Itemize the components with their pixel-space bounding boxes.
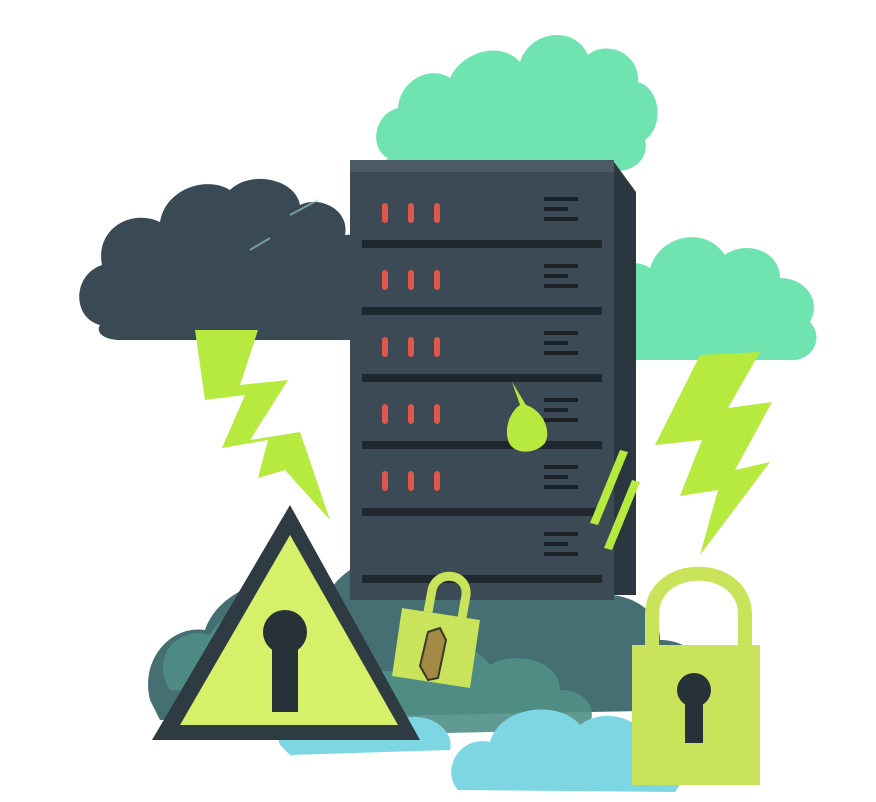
lime-sparks <box>590 450 640 550</box>
dark-storm-cloud <box>79 178 390 340</box>
server-unit <box>362 331 602 382</box>
server-vent <box>544 475 568 479</box>
server-vent <box>544 341 568 345</box>
mint-cloud-right <box>580 237 817 361</box>
server-led <box>382 337 388 357</box>
server-led <box>382 404 388 424</box>
server-led <box>434 471 440 491</box>
server-vent <box>544 351 578 355</box>
server-slot-divider <box>362 374 602 382</box>
server-vent <box>544 465 578 469</box>
server-vent <box>544 532 578 536</box>
lightning-bolt-right <box>655 352 772 555</box>
server-slot-divider <box>362 508 602 516</box>
server-vent <box>544 264 578 268</box>
lime-pin-shape <box>506 382 548 452</box>
server-led <box>382 203 388 223</box>
server-vent <box>544 207 568 211</box>
server-vent <box>544 398 578 402</box>
server-vent <box>544 408 568 412</box>
large-padlock-icon <box>632 566 760 785</box>
server-vent <box>544 552 578 556</box>
server-led <box>382 471 388 491</box>
server-vent <box>544 284 578 288</box>
server-unit <box>362 264 602 315</box>
server-led <box>408 203 414 223</box>
server-vent <box>544 217 578 221</box>
small-padlock-icon <box>392 571 480 688</box>
server-vent <box>544 418 578 422</box>
server-vent <box>544 542 568 546</box>
mint-cloud-top <box>376 35 658 171</box>
server-led <box>434 270 440 290</box>
server-slot-divider <box>362 575 602 583</box>
server-unit <box>362 197 602 248</box>
server-led <box>408 471 414 491</box>
warning-triangle-keyhole <box>152 505 420 740</box>
server-led <box>434 203 440 223</box>
server-led <box>434 404 440 424</box>
server-unit <box>362 465 602 516</box>
lightning-bolt-left <box>195 330 330 520</box>
server-vent <box>544 197 578 201</box>
server-unit <box>362 398 602 449</box>
server-slot-divider <box>362 240 602 248</box>
server-rack <box>350 160 636 600</box>
server-led <box>434 337 440 357</box>
server-led <box>408 337 414 357</box>
server-led <box>382 270 388 290</box>
server-unit <box>362 532 602 583</box>
server-slot-divider <box>362 307 602 315</box>
server-led <box>408 404 414 424</box>
server-slot-divider <box>362 441 602 449</box>
server-vent <box>544 331 578 335</box>
server-led <box>408 270 414 290</box>
server-vent <box>544 485 578 489</box>
server-vent <box>544 274 568 278</box>
